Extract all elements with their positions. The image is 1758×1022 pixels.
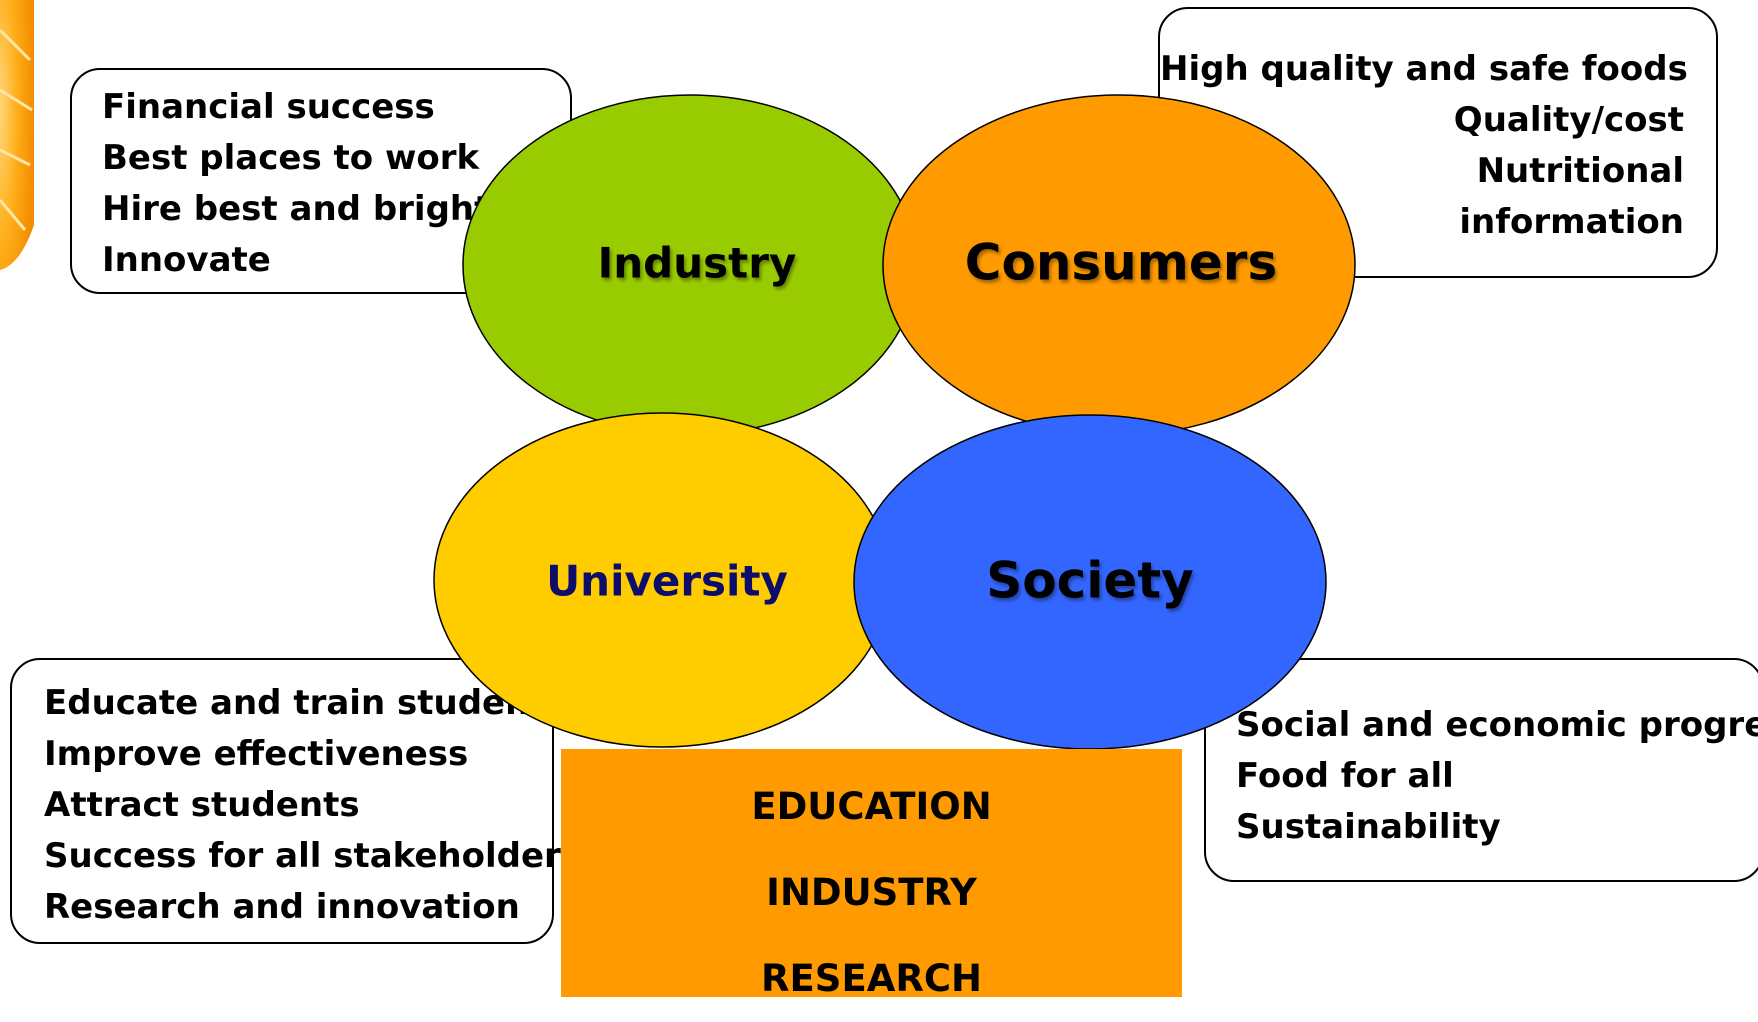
university-goal: Educate and train students	[44, 683, 566, 723]
orange-slice-decoration	[0, 0, 34, 270]
university-goal: Attract students	[44, 785, 360, 825]
university-goal: Research and innovation	[44, 887, 520, 927]
focus-area-industry: INDUSTRY	[766, 871, 977, 914]
society-label: Society	[986, 552, 1194, 610]
university-goal: Improve effectiveness	[44, 734, 469, 774]
society-goals-box: Social and economic progress Food for al…	[1204, 658, 1758, 882]
focus-area-research: RESEARCH	[761, 957, 982, 1000]
consumers-goal: Nutritional	[1476, 151, 1684, 191]
consumers-goal: High quality and safe foods	[1160, 49, 1688, 89]
university-goals-box: Educate and train students Improve effec…	[10, 658, 582, 944]
focus-areas-panel: EDUCATION INDUSTRY RESEARCH	[561, 749, 1182, 1000]
consumers-goal: Quality/cost	[1453, 100, 1684, 140]
university-label: University	[546, 557, 788, 606]
stakeholder-venn-diagram: Industry Consumers University Society	[433, 94, 1356, 750]
industry-goal: Best places to work	[102, 138, 480, 178]
focus-area-education: EDUCATION	[751, 785, 992, 828]
industry-goal: Financial success	[102, 87, 435, 127]
industry-goal: Innovate	[102, 240, 271, 280]
consumers-label: Consumers	[965, 234, 1277, 292]
industry-goals-box: Financial success Best places to work Hi…	[70, 68, 572, 294]
society-goal: Sustainability	[1236, 807, 1501, 847]
society-goal: Social and economic progress	[1236, 705, 1758, 745]
consumers-goal: information	[1459, 202, 1684, 242]
industry-label: Industry	[598, 239, 797, 288]
university-goal: Success for all stakeholders	[44, 836, 582, 876]
society-goal: Food for all	[1236, 756, 1454, 796]
